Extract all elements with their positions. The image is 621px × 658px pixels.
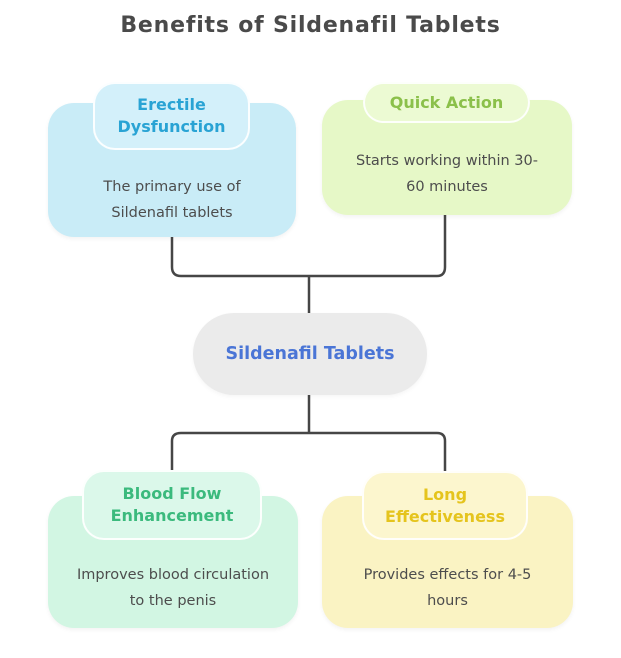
node-header: Quick Action [363, 82, 530, 123]
node-long-effectiveness: Long Effectiveness Provides effects for … [322, 470, 573, 628]
node-quick-action: Quick Action Starts working within 30- 6… [322, 82, 572, 215]
connector-bottom-bracket [170, 431, 447, 471]
node-header: Erectile Dysfunction [93, 82, 250, 150]
node-body-text: Provides effects for 4-5 hours [363, 567, 532, 609]
node-header: Blood Flow Enhancement [82, 470, 262, 540]
node-blood-flow-enhancement: Blood Flow Enhancement Improves blood ci… [48, 470, 298, 628]
node-erectile-dysfunction: Erectile Dysfunction The primary use of … [48, 82, 296, 238]
node-sildenafil-tablets: Sildenafil Tablets [193, 313, 427, 395]
diagram-title: Benefits of Sildenafil Tablets [120, 13, 501, 38]
node-header: Long Effectiveness [362, 471, 528, 540]
node-body-text: Improves blood circulation to the penis [76, 567, 270, 609]
node-body-text: Starts working within 30- 60 minutes [356, 153, 538, 195]
node-body-text: The primary use of Sildenafil tablets [103, 179, 241, 221]
